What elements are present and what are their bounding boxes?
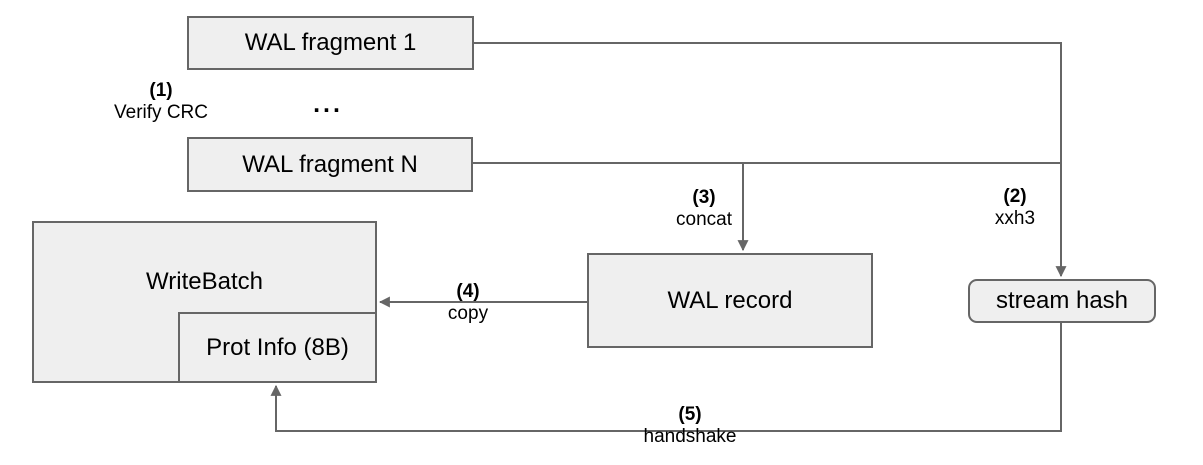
step-label: concat bbox=[676, 209, 732, 230]
step-number: (5) bbox=[678, 404, 702, 425]
node-label: WAL record bbox=[667, 286, 793, 314]
step-label: xxh3 bbox=[994, 208, 1036, 229]
step-2-xxh3: (2) xxh3 bbox=[995, 186, 1035, 230]
edge-handshake-to-prot-info bbox=[270, 323, 1062, 432]
node-wal-record: WAL record bbox=[587, 253, 873, 348]
node-label: Prot Info (8B) bbox=[206, 333, 349, 361]
step-label: Verify CRC bbox=[114, 102, 208, 123]
step-label: handshake bbox=[643, 426, 737, 447]
node-label-writebatch: WriteBatch bbox=[146, 268, 263, 295]
step-1-verify-crc: (1) Verify CRC bbox=[114, 80, 208, 124]
node-wal-fragment-1: WAL fragment 1 bbox=[187, 16, 474, 70]
step-label: copy bbox=[447, 303, 489, 324]
node-label: WAL fragment 1 bbox=[244, 29, 417, 56]
ellipsis-label: ... bbox=[313, 90, 343, 118]
step-number: (3) bbox=[692, 187, 716, 208]
step-number: (2) bbox=[1003, 186, 1027, 207]
node-label: WAL fragment N bbox=[242, 150, 418, 178]
node-wal-fragment-n: WAL fragment N bbox=[187, 137, 473, 192]
node-label: stream hash bbox=[995, 287, 1129, 314]
step-4-copy: (4) copy bbox=[448, 281, 488, 325]
step-number: (4) bbox=[456, 281, 480, 302]
step-number: (1) bbox=[149, 80, 173, 101]
node-prot-info: Prot Info (8B) bbox=[178, 312, 377, 383]
step-5-handshake: (5) handshake bbox=[644, 404, 737, 448]
step-3-concat: (3) concat bbox=[676, 187, 732, 231]
edge-wal-fragment-1-to-stream-hash bbox=[474, 42, 1067, 278]
node-stream-hash: stream hash bbox=[968, 279, 1156, 323]
